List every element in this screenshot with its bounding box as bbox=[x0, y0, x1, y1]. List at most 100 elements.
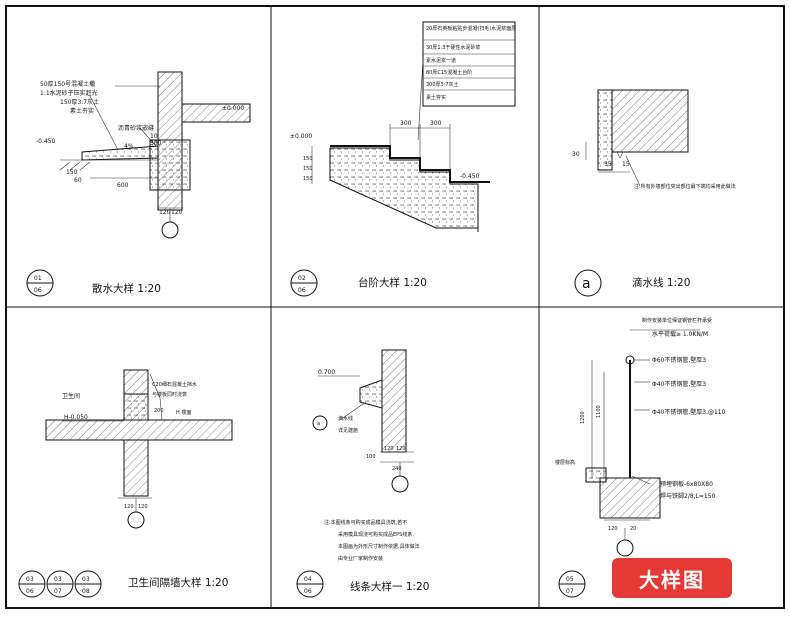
ref-number: 01 bbox=[34, 275, 42, 282]
curb-note: 与楼板同时浇筑 bbox=[152, 391, 187, 398]
pipe-spec: Φ40不锈钢管,壁厚3,@110 bbox=[652, 408, 726, 416]
dim-label: 120 bbox=[171, 209, 183, 216]
layer-item: 30厚1:3干硬性水泥砂浆 bbox=[426, 44, 480, 51]
detail-caption: 卫生间隔墙大样 1:20 bbox=[128, 576, 228, 589]
panel-bathroom-wall-detail: 卫生间 H-0.050 C20细石混凝土挡水 与楼板同时浇筑 H 楼面 200 … bbox=[18, 369, 233, 598]
slab-edge bbox=[599, 477, 661, 519]
joint-note: 沥青砂浆嵌缝 bbox=[118, 124, 154, 132]
dim-label: 600 bbox=[117, 182, 129, 189]
panel-drip-detail: 30 35 15 注:所有外墙部位突出部位最下端均采用此做法 a 滴水线 1:2… bbox=[572, 89, 736, 297]
dim-label: 200 bbox=[154, 408, 164, 414]
dim-label: 120 bbox=[159, 209, 171, 216]
dim-label: 300 bbox=[150, 140, 162, 147]
axis-bubble bbox=[127, 511, 145, 529]
panel-sanshui-detail: 50厚150号混凝土撒 1:1水泥砂子压实赶光 150厚3:7灰土 素土夯实 沥… bbox=[26, 71, 251, 297]
panel-railing-detail: 制作安装单位保证钢管栏杆承受 水平荷载≥ 1.0KN/M Φ60不锈钢管,壁厚3… bbox=[555, 317, 726, 598]
pipe-spec: Φ60不锈钢管,壁厚3 bbox=[652, 356, 706, 364]
dim-label: -0.450 bbox=[36, 138, 56, 145]
ref-letter: a bbox=[582, 276, 591, 292]
elevation-label: H-0.050 bbox=[64, 414, 88, 421]
plate-spec: 焊与铁脚2/8,L=150 bbox=[660, 492, 716, 500]
ref-number: 02 bbox=[298, 275, 306, 282]
axis-bubble bbox=[616, 539, 634, 557]
ref-number: 04 bbox=[304, 576, 312, 583]
dim-label: -0.450 bbox=[460, 173, 480, 180]
ref-sheet: 06 bbox=[34, 287, 42, 294]
pipe-spec: Φ40不锈钢管,壁厚3 bbox=[652, 380, 706, 388]
floor-slab bbox=[181, 103, 251, 123]
ref-number: 03 bbox=[54, 576, 62, 583]
elevation-label: 0.700 bbox=[318, 369, 335, 376]
layer-item: 300厚3:7灰土 bbox=[426, 81, 459, 88]
ref-number: 03 bbox=[26, 576, 34, 583]
dim-label: ±0.000 bbox=[290, 133, 312, 140]
dim-label: 150 bbox=[303, 176, 313, 182]
detail-caption: 台阶大样 1:20 bbox=[358, 276, 427, 289]
drip-ref-letter: a bbox=[317, 421, 320, 427]
dim-label: 120 bbox=[608, 526, 618, 532]
dim-label: 4% bbox=[124, 143, 134, 150]
layer-item: 素土夯实 bbox=[426, 94, 446, 101]
dim-label: 120 bbox=[396, 446, 406, 452]
ref-sheet: 06 bbox=[304, 588, 312, 595]
dim-label: 100 bbox=[366, 454, 376, 460]
note-line: 本图画为外形尺寸制作依据,具体做法 bbox=[338, 543, 420, 550]
projection-section bbox=[611, 89, 689, 153]
dim-label: 35 bbox=[604, 161, 612, 168]
ref-number: 03 bbox=[82, 576, 90, 583]
load-value: 水平荷载≥ 1.0KN/M bbox=[652, 330, 708, 338]
dim-label: 120 bbox=[124, 504, 134, 510]
drip-note: 详见建施 bbox=[338, 427, 358, 434]
axis-bubble bbox=[391, 475, 409, 493]
layer-item: 20厚石英板粘贴步混凝(扫毛)水泥浆面层 bbox=[426, 25, 516, 32]
plate-spec: 预埋钢板-6x80X80 bbox=[660, 480, 713, 488]
ref-sheet: 08 bbox=[82, 588, 90, 595]
dim-label: 15 bbox=[622, 161, 630, 168]
molding-profile bbox=[359, 379, 383, 409]
load-note: 制作安装单位保证钢管栏杆承受 bbox=[642, 317, 712, 324]
ref-sheet: 07 bbox=[54, 588, 62, 595]
note-line: 150厚3:7灰土 bbox=[60, 98, 99, 106]
panel-steps-detail: 20厚石英板粘贴步混凝(扫毛)水泥浆面层 30厚1:3干硬性水泥砂浆 素水泥浆一… bbox=[290, 21, 516, 297]
stair-body bbox=[329, 147, 479, 229]
ref-sheet: 07 bbox=[566, 588, 574, 595]
curb-note: C20细石混凝土挡水 bbox=[152, 381, 197, 388]
axis-bubble bbox=[161, 221, 179, 239]
floor-level-label: 楼层标高 bbox=[555, 459, 575, 466]
ref-number: 05 bbox=[566, 576, 574, 583]
dim-label: 240 bbox=[392, 466, 402, 472]
dim-label: 20 bbox=[630, 526, 636, 532]
detail-caption: 滴水线 1:20 bbox=[632, 276, 690, 289]
category-badge: 大样图 bbox=[612, 558, 732, 598]
layer-table: 20厚石英板粘贴步混凝(扫毛)水泥浆面层 30厚1:3干硬性水泥砂浆 素水泥浆一… bbox=[417, 21, 516, 141]
dim-label: 10 bbox=[150, 133, 158, 140]
note-line: 素土夯实 bbox=[70, 107, 94, 115]
note-line: 1:1水泥砂子压实赶光 bbox=[40, 89, 98, 97]
dim-label: 150 bbox=[66, 169, 78, 176]
dim-label: 120 bbox=[384, 446, 394, 452]
note-line: 注:本图线条可购买成品模具浇筑,若不 bbox=[324, 519, 407, 526]
detail-ref-circle bbox=[574, 269, 602, 297]
dim-label: 150 bbox=[303, 156, 313, 162]
floor-slab bbox=[45, 419, 233, 441]
floor-level-label: H 楼面 bbox=[176, 409, 191, 416]
apron-slab bbox=[81, 145, 159, 161]
note-line: 50厚150号混凝土撒 bbox=[40, 80, 95, 88]
layer-item: 80厚C15混凝土台阶 bbox=[426, 69, 472, 76]
dim-label: 300 bbox=[430, 120, 442, 127]
room-label: 卫生间 bbox=[62, 392, 80, 400]
dim-label: 1200 bbox=[580, 411, 586, 424]
ref-sheet: 06 bbox=[26, 588, 34, 595]
wall-section bbox=[381, 349, 407, 453]
note-line: 采用模具现浇可购买成品EPS线条, bbox=[338, 531, 414, 538]
dim-label: 60 bbox=[74, 177, 82, 184]
dim-label: 30 bbox=[572, 151, 580, 158]
water-curb bbox=[123, 393, 149, 421]
dim-label: 150 bbox=[303, 166, 313, 172]
ref-sheet: 06 bbox=[298, 287, 306, 294]
dim-label: 120 bbox=[138, 504, 148, 510]
detail-caption: 线条大样一 1:20 bbox=[350, 580, 429, 593]
wall-lower bbox=[123, 439, 149, 497]
detail-caption: 散水大样 1:20 bbox=[92, 282, 161, 295]
